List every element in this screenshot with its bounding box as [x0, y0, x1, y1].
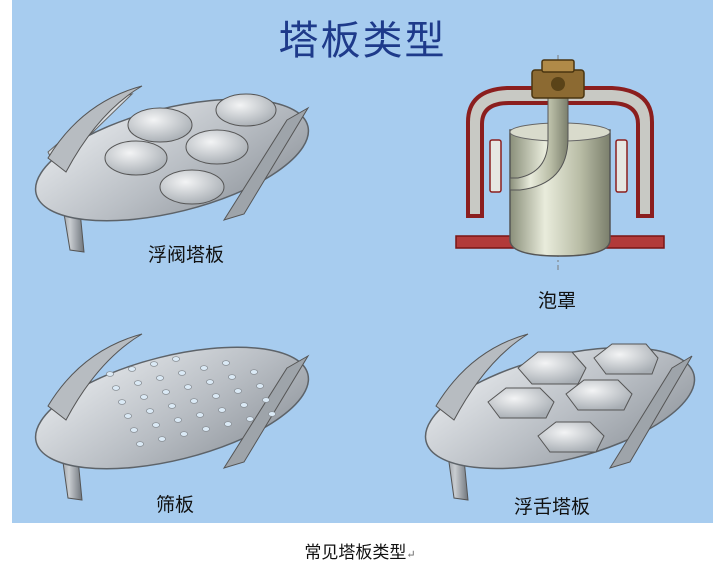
sieve-hole	[233, 388, 242, 394]
sieve-hole	[189, 398, 198, 404]
sieve-hole	[223, 421, 232, 427]
sieve-hole	[199, 365, 208, 371]
valve-discs	[104, 93, 277, 205]
label-float-valve-tray: 浮阀塔板	[148, 244, 225, 266]
sieve-hole	[136, 441, 145, 447]
label-sieve-tray: 筛板	[156, 494, 195, 516]
diagram-title: 塔板类型	[278, 18, 447, 64]
sieve-hole	[130, 427, 139, 433]
bubble-cap-section	[455, 55, 665, 270]
sieve-hole	[205, 379, 214, 385]
sieve-hole	[255, 383, 264, 389]
figure-caption: 常见塔板类型↵	[0, 538, 720, 563]
sieve-hole	[112, 385, 121, 391]
sieve-hole	[124, 413, 133, 419]
sieve-hole	[171, 356, 180, 362]
sieve-hole	[183, 384, 192, 390]
sieve-hole	[139, 394, 148, 400]
sieve-hole	[118, 399, 127, 405]
caption-return-mark: ↵	[406, 548, 416, 561]
sieve-hole	[227, 374, 236, 380]
float-valve-tray	[34, 85, 310, 253]
sieve-holes	[106, 356, 276, 447]
sieve-hole	[128, 366, 137, 372]
sieve-hole	[167, 403, 176, 409]
sieve-hole	[134, 380, 143, 386]
sieve-hole	[157, 436, 166, 442]
sieve-hole	[173, 417, 182, 423]
float-tongue-tray	[424, 333, 696, 501]
sieve-hole	[245, 416, 254, 422]
sieve-hole	[155, 375, 164, 381]
sieve-hole	[161, 389, 170, 395]
sieve-hole	[149, 361, 158, 367]
caption-text: 常见塔板类型	[304, 543, 407, 563]
diagram-panel: 塔板类型 浮阀塔板 泡罩 筛板 浮舌塔板	[12, 0, 713, 523]
sieve-hole	[195, 412, 204, 418]
sieve-hole	[249, 369, 258, 375]
tongue-plates	[487, 343, 659, 453]
sieve-hole	[145, 408, 154, 414]
sieve-tray	[34, 333, 310, 501]
sieve-hole	[177, 370, 186, 376]
sieve-hole	[179, 431, 188, 437]
tray-illustrations	[34, 55, 696, 501]
sieve-hole	[151, 422, 160, 428]
label-bubble-cap: 泡罩	[538, 290, 577, 312]
sieve-hole	[217, 407, 226, 413]
sieve-hole	[201, 426, 210, 432]
sieve-hole	[221, 360, 230, 366]
sieve-hole	[267, 411, 276, 417]
sieve-hole	[211, 393, 220, 399]
sieve-hole	[261, 397, 270, 403]
sieve-hole	[239, 402, 248, 408]
label-float-tongue-tray: 浮舌塔板	[514, 496, 591, 518]
sieve-hole	[106, 371, 115, 377]
